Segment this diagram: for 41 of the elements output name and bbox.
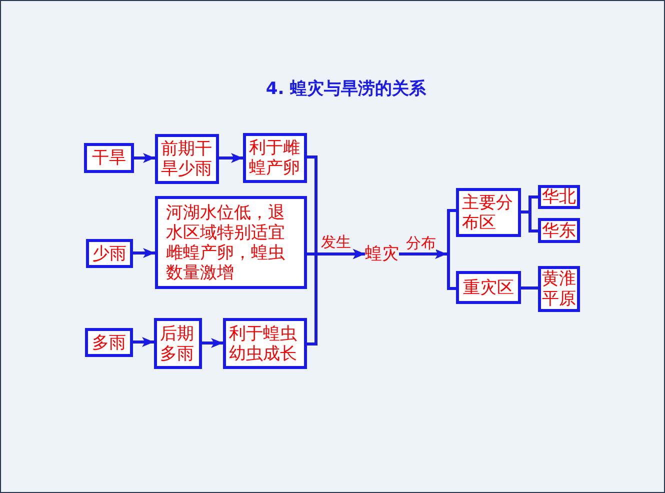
connector-line — [521, 210, 538, 232]
process-box — [154, 318, 202, 369]
process-box — [155, 196, 307, 289]
process-box — [243, 133, 307, 183]
node-label: 蝗灾 — [365, 244, 399, 264]
diagram-title: 4. 蝗灾与旱涝的关系 — [266, 79, 426, 99]
process-box — [456, 188, 521, 237]
edge-label: 分布 — [406, 235, 436, 252]
node-text: 多雨 — [92, 332, 126, 352]
node-text: 后期多雨 — [160, 324, 195, 364]
node-text: 华东 — [542, 220, 576, 240]
arrow — [202, 338, 223, 348]
arrow — [219, 153, 243, 163]
node-text: 华北 — [542, 187, 576, 207]
arrow — [134, 153, 155, 163]
arrow — [133, 248, 155, 258]
node-text: 前期干旱少雨 — [161, 139, 213, 179]
junction-bar — [447, 209, 450, 290]
node-text: 重灾区 — [463, 278, 514, 298]
connector-line — [450, 209, 456, 212]
connector-line — [450, 287, 456, 290]
arrow — [307, 249, 365, 346]
process-box — [84, 143, 134, 173]
node-text: 利于雌蝗产卵 — [249, 138, 301, 178]
arrow — [399, 249, 447, 259]
process-box — [538, 185, 580, 209]
process-box — [223, 318, 307, 369]
process-box — [155, 134, 219, 184]
process-box — [456, 271, 521, 304]
arrow — [133, 337, 154, 347]
process-box — [85, 328, 133, 357]
connector-line — [521, 286, 538, 290]
node-text: 干旱 — [92, 148, 126, 168]
process-box — [86, 239, 133, 268]
node-text: 黄淮平原 — [541, 269, 577, 309]
process-box — [538, 218, 580, 243]
node-text: 河湖水位低，退水区域特别适宜雌蝗产卵，蝗虫数量激增 — [166, 202, 286, 282]
node-text: 少雨 — [92, 244, 126, 264]
node-text: 利于蝗虫幼虫成长 — [229, 324, 298, 364]
node-text: 主要分布区 — [462, 192, 514, 232]
edge-label: 发生 — [321, 234, 351, 251]
